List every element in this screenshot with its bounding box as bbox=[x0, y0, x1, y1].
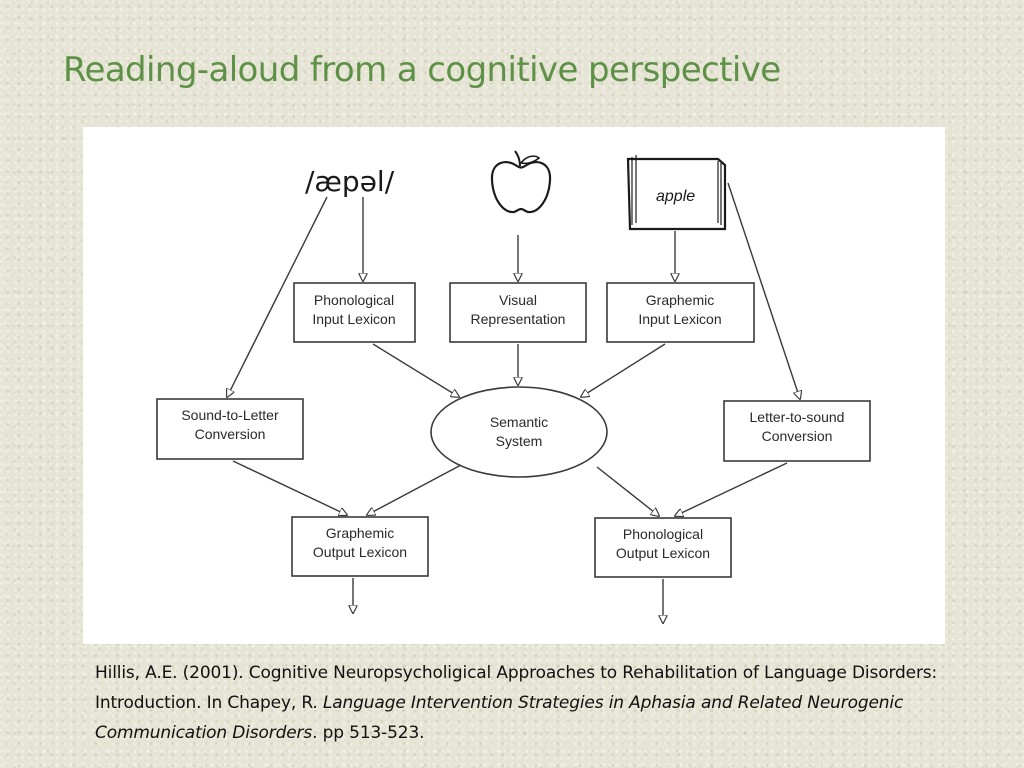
svg-text:Phonological: Phonological bbox=[314, 292, 394, 308]
svg-text:System: System bbox=[496, 433, 543, 449]
reading-model-diagram: /æpəl/ apple Phonological Input Lexicon … bbox=[156, 150, 871, 644]
arrow-book-to-letter-to-sound bbox=[727, 182, 800, 399]
citation-tail: . pp 513-523. bbox=[312, 723, 425, 743]
arrow-semantic-to-graph-output bbox=[367, 464, 462, 515]
citation-reference: Hillis, A.E. (2001). Cognitive Neuropsyc… bbox=[95, 658, 975, 748]
spoken-word-label: /æpəl/ bbox=[305, 165, 395, 198]
svg-text:Graphemic: Graphemic bbox=[326, 525, 394, 541]
apple-icon bbox=[490, 150, 552, 214]
slide-title: Reading-aloud from a cognitive perspecti… bbox=[63, 50, 781, 90]
arrow-letter-to-sound-to-phon-output bbox=[675, 462, 788, 516]
svg-text:Input Lexicon: Input Lexicon bbox=[638, 311, 721, 327]
svg-text:Input Lexicon: Input Lexicon bbox=[312, 311, 395, 327]
arrow-semantic-to-phon-output bbox=[596, 466, 659, 516]
diagram-panel: /æpəl/ apple Phonological Input Lexicon … bbox=[83, 127, 945, 644]
svg-text:Output Lexicon: Output Lexicon bbox=[313, 544, 407, 560]
semantic-system-ellipse: Semantic System bbox=[430, 386, 608, 478]
svg-text:Visual: Visual bbox=[499, 292, 537, 308]
svg-text:Letter-to-sound: Letter-to-sound bbox=[750, 409, 845, 425]
open-book-icon: apple bbox=[626, 155, 727, 231]
svg-text:Phonological: Phonological bbox=[623, 526, 703, 542]
phonological-input-lexicon-box: Phonological Input Lexicon bbox=[293, 282, 416, 343]
svg-text:Conversion: Conversion bbox=[762, 428, 833, 444]
svg-text:Sound-to-Letter: Sound-to-Letter bbox=[181, 407, 279, 423]
letter-to-sound-box: Letter-to-sound Conversion bbox=[723, 400, 871, 462]
svg-text:Semantic: Semantic bbox=[490, 414, 548, 430]
graphemic-input-lexicon-box: Graphemic Input Lexicon bbox=[606, 282, 755, 343]
graphemic-output-lexicon-box: Graphemic Output Lexicon bbox=[291, 516, 429, 577]
arrow-sound-to-letter-to-graph-output bbox=[232, 460, 347, 515]
arrow-graph-input-to-semantic bbox=[581, 343, 666, 397]
phonological-output-lexicon-box: Phonological Output Lexicon bbox=[594, 517, 732, 578]
svg-text:Conversion: Conversion bbox=[195, 426, 266, 442]
visual-representation-box: Visual Representation bbox=[449, 282, 587, 343]
citation-book-title: Language Intervention Strategies in Apha… bbox=[95, 693, 904, 743]
arrow-spoken-to-sound-to-letter bbox=[227, 196, 328, 397]
sound-to-letter-box: Sound-to-Letter Conversion bbox=[156, 398, 304, 460]
svg-text:Representation: Representation bbox=[471, 311, 566, 327]
arrow-phon-input-to-semantic bbox=[372, 343, 459, 397]
svg-text:Graphemic: Graphemic bbox=[646, 292, 714, 308]
written-word-label: apple bbox=[656, 188, 695, 205]
svg-text:Output Lexicon: Output Lexicon bbox=[616, 545, 710, 561]
citation-lead: Hillis, A.E. (2001). Cognitive Neuropsyc… bbox=[95, 663, 938, 713]
